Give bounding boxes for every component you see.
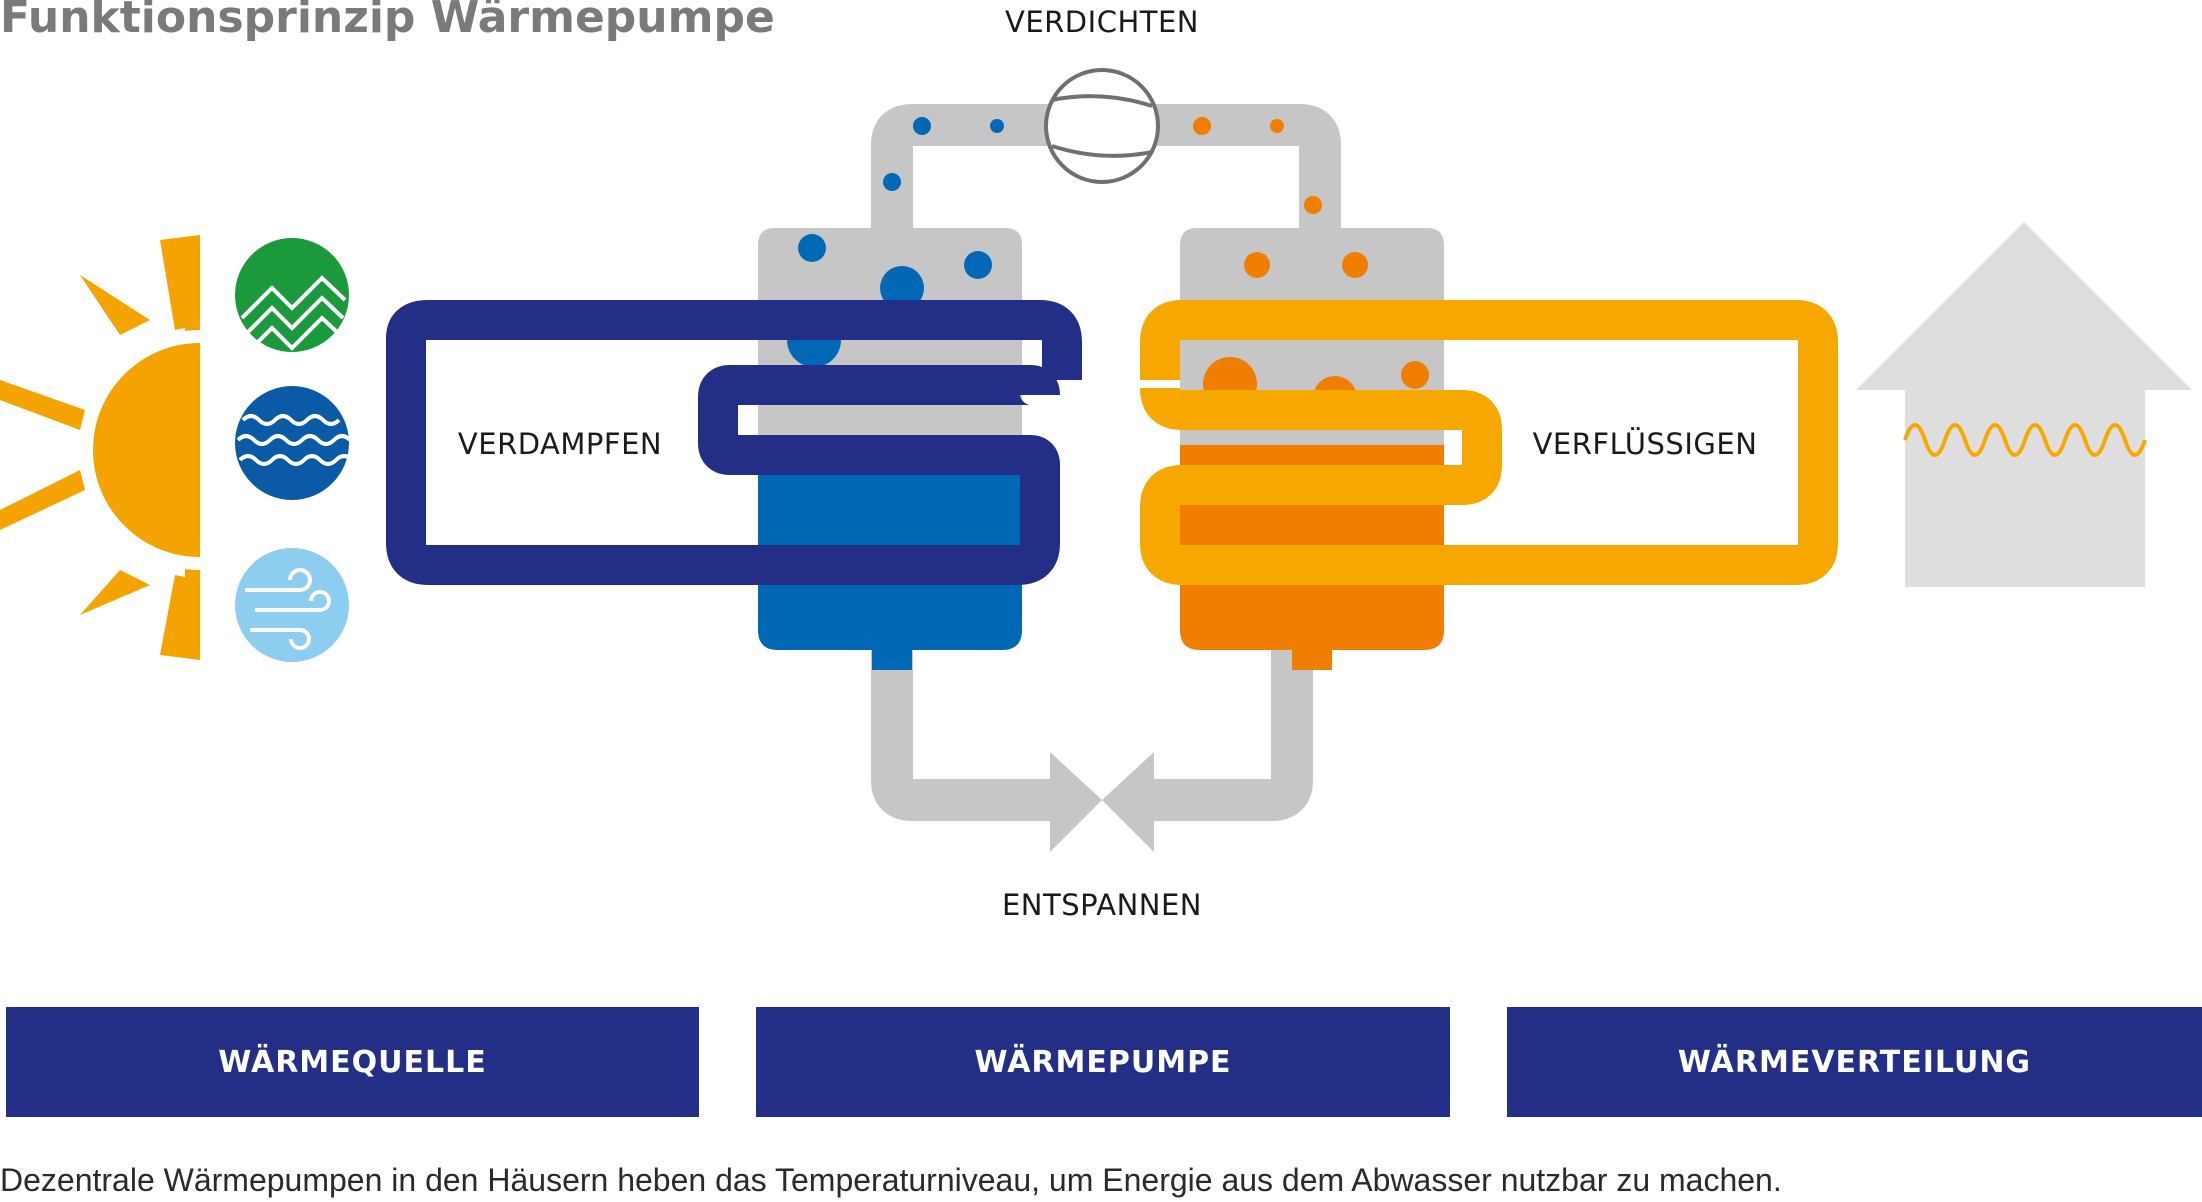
mountains-icon (235, 238, 349, 352)
label-entspannen: ENTSPANNEN (1002, 888, 1202, 922)
sun-icon (0, 235, 200, 660)
page-title: Funktionsprinzip Wärmepumpe (0, 0, 775, 43)
bar-waermeverteilung: WÄRMEVERTEILUNG (1507, 1007, 2202, 1117)
heat-pump-diagram: VERDICHTEN VERDAMPFEN VERFLÜSSIGEN ENTSP… (0, 5, 2192, 922)
bar-waermepumpe: WÄRMEPUMPE (756, 1007, 1450, 1117)
waves-icon (235, 386, 354, 500)
source-loop (386, 300, 1082, 585)
label-verfluessigen: VERFLÜSSIGEN (1533, 427, 1758, 461)
house-icon (1856, 222, 2192, 587)
expansion-valve-icon (1050, 752, 1154, 852)
bar-waermequelle: WÄRMEQUELLE (6, 1007, 699, 1117)
condenser-tank (1180, 228, 1444, 650)
wind-icon (235, 548, 349, 662)
label-verdichten: VERDICHTEN (1005, 5, 1199, 39)
heating-wave-icon (1903, 423, 2147, 457)
expansion-line (871, 645, 1332, 821)
caption: Dezentrale Wärmepumpen in den Häusern he… (0, 1162, 1782, 1198)
distribution-loop (1140, 300, 1838, 585)
compressor-icon (1044, 68, 1160, 184)
label-verdampfen: VERDAMPFEN (458, 427, 662, 461)
